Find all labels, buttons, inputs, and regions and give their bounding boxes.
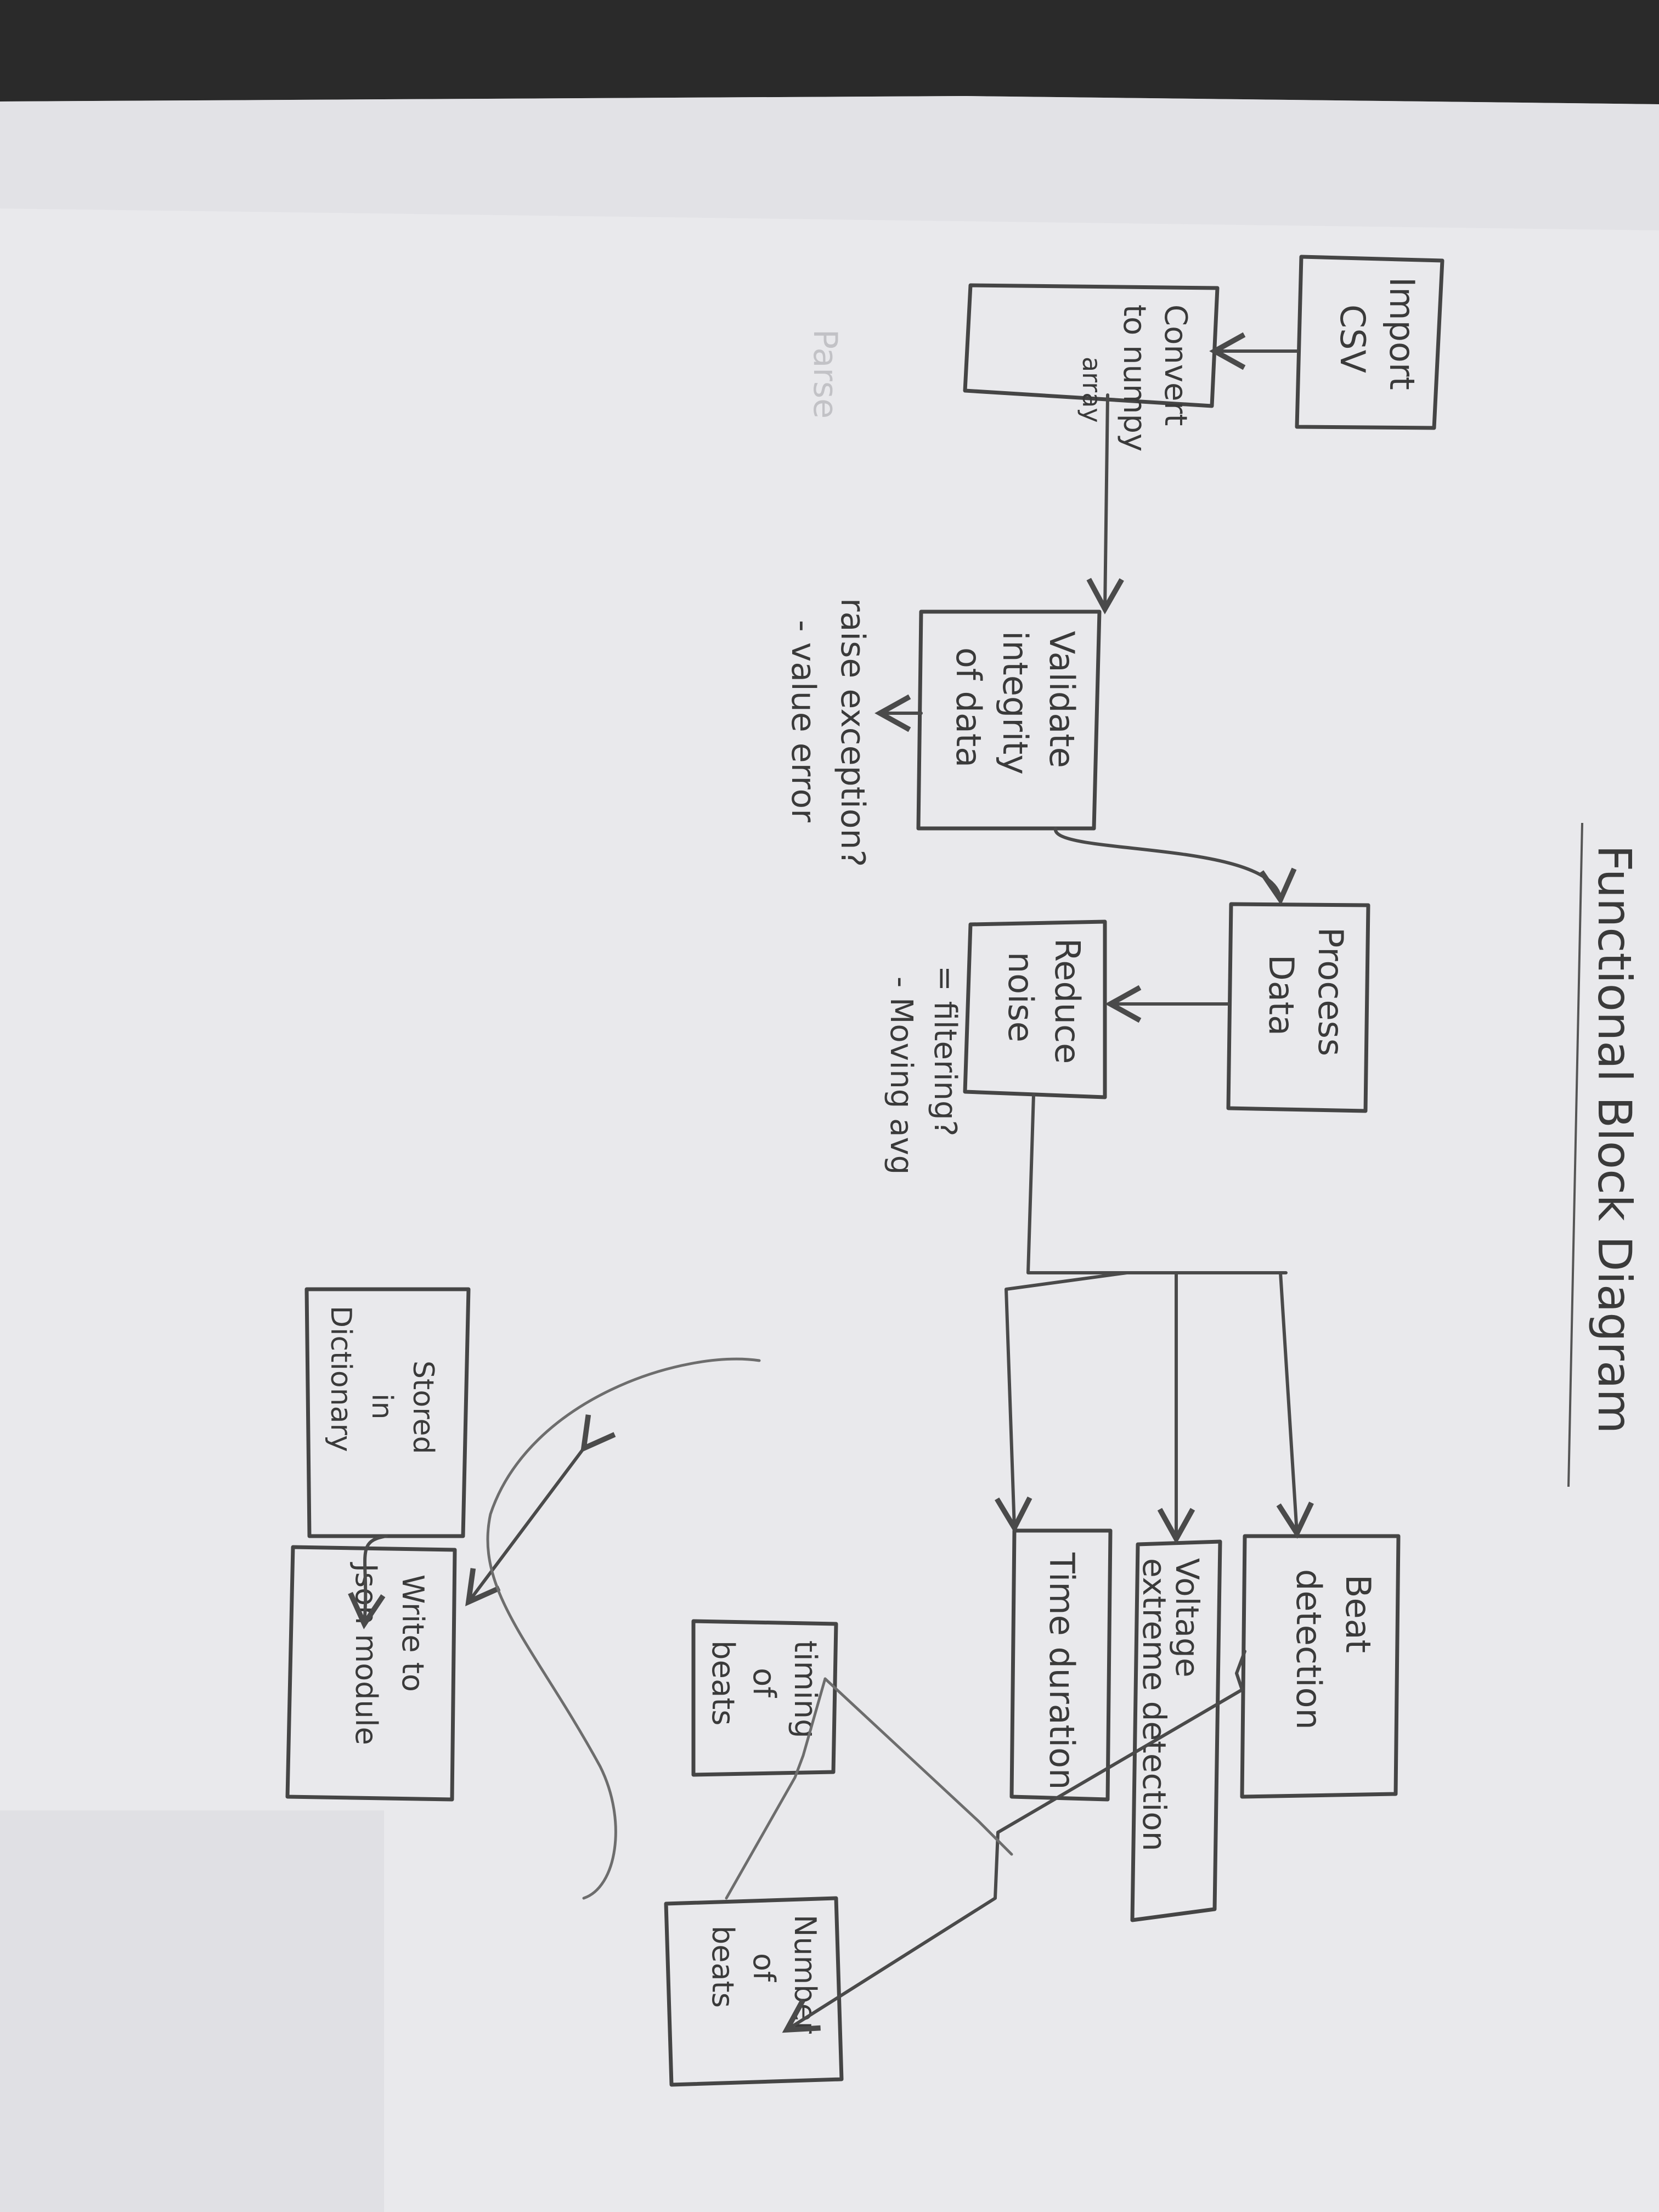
arrow-convert-to-validate	[1086, 393, 1124, 614]
number-line-3: beats	[706, 1926, 740, 2008]
validate-line-2: integrity	[995, 631, 1035, 775]
raise-exception-note: raise exception? - value error	[784, 598, 872, 867]
time-line-1: Time duration	[1042, 1552, 1082, 1790]
import-csv-line-1: Import	[1382, 277, 1422, 390]
stored-line-3: Dictionary	[324, 1306, 357, 1452]
reduce-noise-node: Reduce noise	[963, 919, 1107, 1099]
beat-line-1: Beat	[1338, 1575, 1378, 1653]
convert-line-2: to numpy	[1116, 304, 1152, 452]
timing-of-beats-node: timing of beats	[691, 1619, 838, 1777]
filter-note-line-2: - Moving avg	[883, 977, 919, 1175]
reduce-line-1: Reduce	[1047, 938, 1087, 1064]
stored-line-2: in	[365, 1393, 398, 1419]
arrow-branch-to-time	[995, 1271, 1128, 1533]
beat-line-2: detection	[1289, 1569, 1329, 1730]
convert-line-3: array	[1077, 357, 1107, 423]
raise-note-line-2: - value error	[784, 620, 822, 822]
diagram: Functional Block Diagram Parse Import CS…	[285, 255, 1641, 2087]
raise-note-line-1: raise exception?	[833, 598, 872, 867]
validate-node: Validate integrity of data	[916, 610, 1102, 831]
arrow-stored-to-write	[348, 1534, 388, 1629]
number-line-2: of	[747, 1953, 781, 1983]
diagram-title: Functional Block Diagram	[1588, 845, 1641, 1434]
number-line-1: Number	[788, 1915, 822, 2034]
write-line-1: Write to	[396, 1575, 430, 1692]
faint-parse-text: Parse	[806, 329, 844, 419]
paper-shadow	[0, 96, 1659, 230]
arrow-validate-to-process	[1054, 827, 1297, 905]
filter-note-line-1: = filtering?	[927, 966, 963, 1136]
validate-line-1: Validate	[1042, 631, 1082, 768]
voltage-line-1: Voltage	[1169, 1558, 1206, 1678]
convert-line-1: Convert	[1158, 304, 1193, 426]
reduce-line-2: noise	[1001, 952, 1041, 1042]
convert-node: Convert to numpy array	[963, 283, 1220, 452]
time-duration-node: Time duration	[1009, 1528, 1113, 1802]
timing-line-2: of	[746, 1668, 782, 1698]
stored-node: Stored in Dictionary	[304, 1287, 471, 1538]
process-line-1: Process	[1311, 927, 1351, 1056]
timing-line-1: timing	[787, 1640, 823, 1739]
stored-line-1: Stored	[407, 1361, 439, 1454]
import-csv-line-2: CSV	[1333, 304, 1373, 373]
trunk-reduce-to-branch	[1026, 1093, 1128, 1274]
validate-line-3: of data	[949, 647, 989, 768]
process-data-node: Process Data	[1226, 902, 1370, 1113]
timing-line-3: beats	[705, 1640, 741, 1725]
filtering-note: = filtering? - Moving avg	[883, 966, 963, 1175]
arrow-branch-to-beat	[1125, 1271, 1297, 1533]
beat-detection-node: Beat detection	[1240, 1534, 1401, 1799]
line-timing-to-number	[725, 1677, 827, 1900]
arrow-stored-double-head	[465, 1414, 616, 1606]
import-csv-node: Import CSV	[1295, 255, 1444, 430]
process-line-2: Data	[1261, 955, 1301, 1036]
title-underline	[1567, 822, 1583, 1487]
line-time-to-timing	[823, 1677, 1013, 1856]
freehand-curve	[486, 1357, 761, 1900]
paper-corner-shade	[0, 1810, 384, 2212]
arrow-beat-to-number	[782, 1650, 1246, 2033]
voltage-line-2: extreme detection	[1136, 1558, 1173, 1852]
